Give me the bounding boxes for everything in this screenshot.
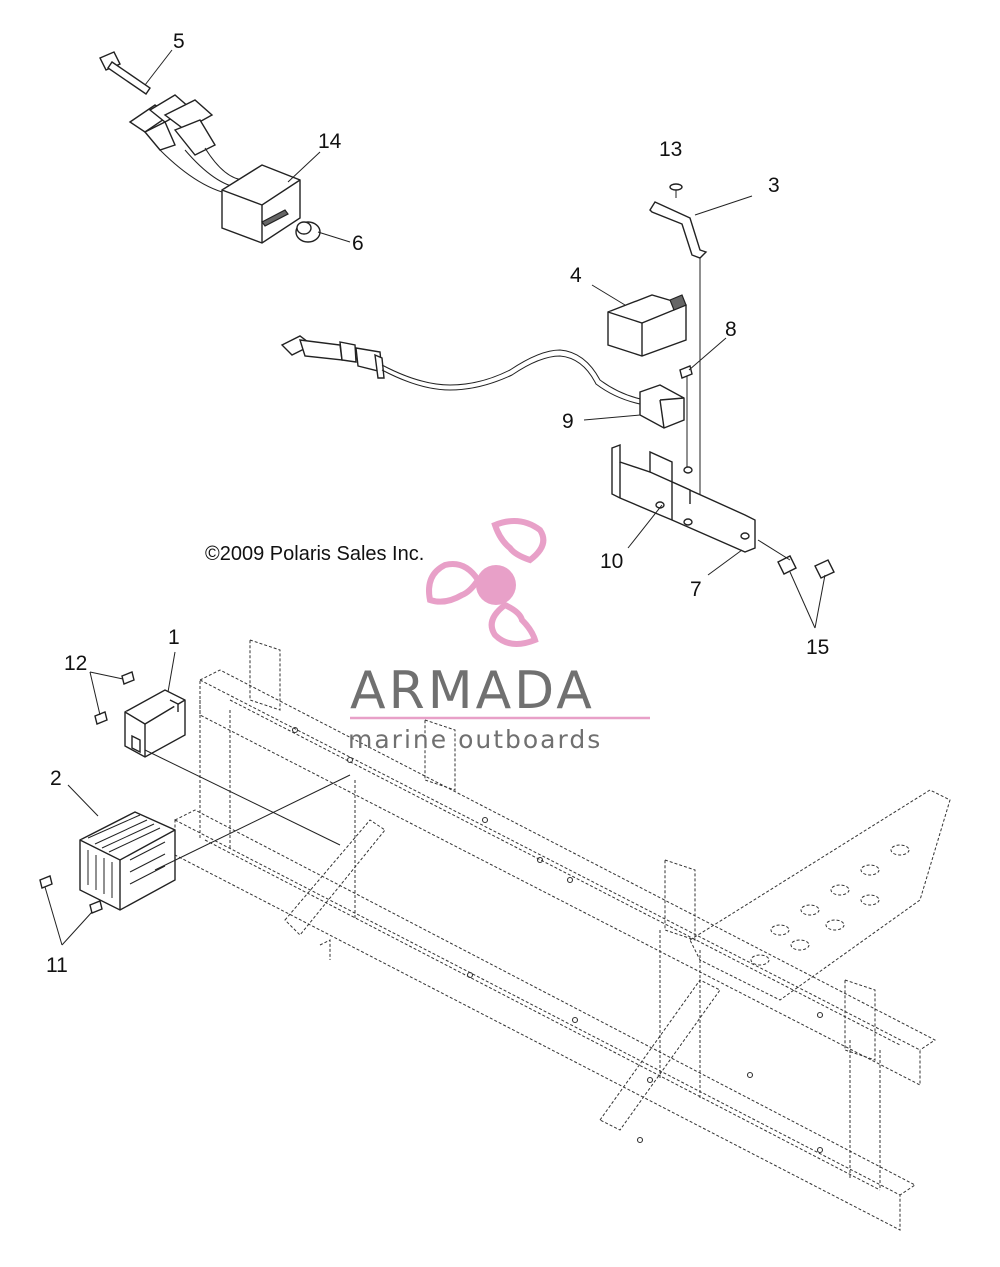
- part-14-module-harness: [128, 94, 301, 244]
- part-8-screw: [679, 365, 693, 470]
- callout-6: 6: [352, 232, 364, 255]
- part-3-bracket: [649, 201, 708, 510]
- propeller-logo-icon: [426, 518, 547, 647]
- armada-watermark: ARMADA marine outboards: [348, 518, 650, 754]
- callout-11: 11: [46, 954, 68, 977]
- part-9-sensor-cable: [280, 335, 685, 429]
- part-12-screws: [94, 671, 135, 725]
- gusset-holes: [750, 844, 910, 966]
- chassis-frame: [174, 639, 951, 1231]
- part-4-relay-box: [607, 294, 687, 357]
- part-15-bolts: [757, 539, 835, 579]
- callout-leaders: [44, 49, 826, 946]
- propeller-hub: [476, 565, 516, 605]
- regulator-fins: [87, 814, 166, 898]
- callout-3: 3: [768, 174, 780, 197]
- callout-8: 8: [725, 318, 737, 341]
- callout-14: 14: [318, 130, 342, 153]
- callout-10: 10: [600, 550, 623, 573]
- callout-13: 13: [659, 138, 682, 161]
- part-7-mount-bracket: [611, 443, 756, 553]
- rail-holes: [291, 726, 824, 1154]
- propeller-blade-right: [488, 601, 539, 647]
- callout-15: 15: [806, 636, 829, 659]
- part-13-screw: [669, 183, 683, 198]
- part-2-regulator: [79, 774, 351, 911]
- callout-9: 9: [562, 410, 574, 433]
- propeller-blade-top: [491, 518, 547, 564]
- callout-labels: 5 14 6 13 3 4 8 9 10 7 15 1 12 2 11: [46, 30, 829, 977]
- propeller-blade-left: [426, 561, 482, 605]
- callout-5: 5: [173, 30, 185, 53]
- watermark-subtitle: marine outboards: [348, 725, 602, 754]
- copyright-notice: ©2009 Polaris Sales Inc.: [205, 543, 424, 565]
- callout-2: 2: [50, 767, 62, 790]
- watermark-title: ARMADA: [350, 661, 595, 721]
- part-1-module: [124, 689, 341, 846]
- part-6-grommet: [295, 221, 321, 243]
- part-5-bolt: [99, 51, 151, 95]
- callout-1: 1: [168, 626, 180, 649]
- callout-7: 7: [690, 578, 702, 601]
- callout-12: 12: [64, 652, 87, 675]
- callout-4: 4: [570, 264, 582, 287]
- part-11-screws: [39, 875, 103, 914]
